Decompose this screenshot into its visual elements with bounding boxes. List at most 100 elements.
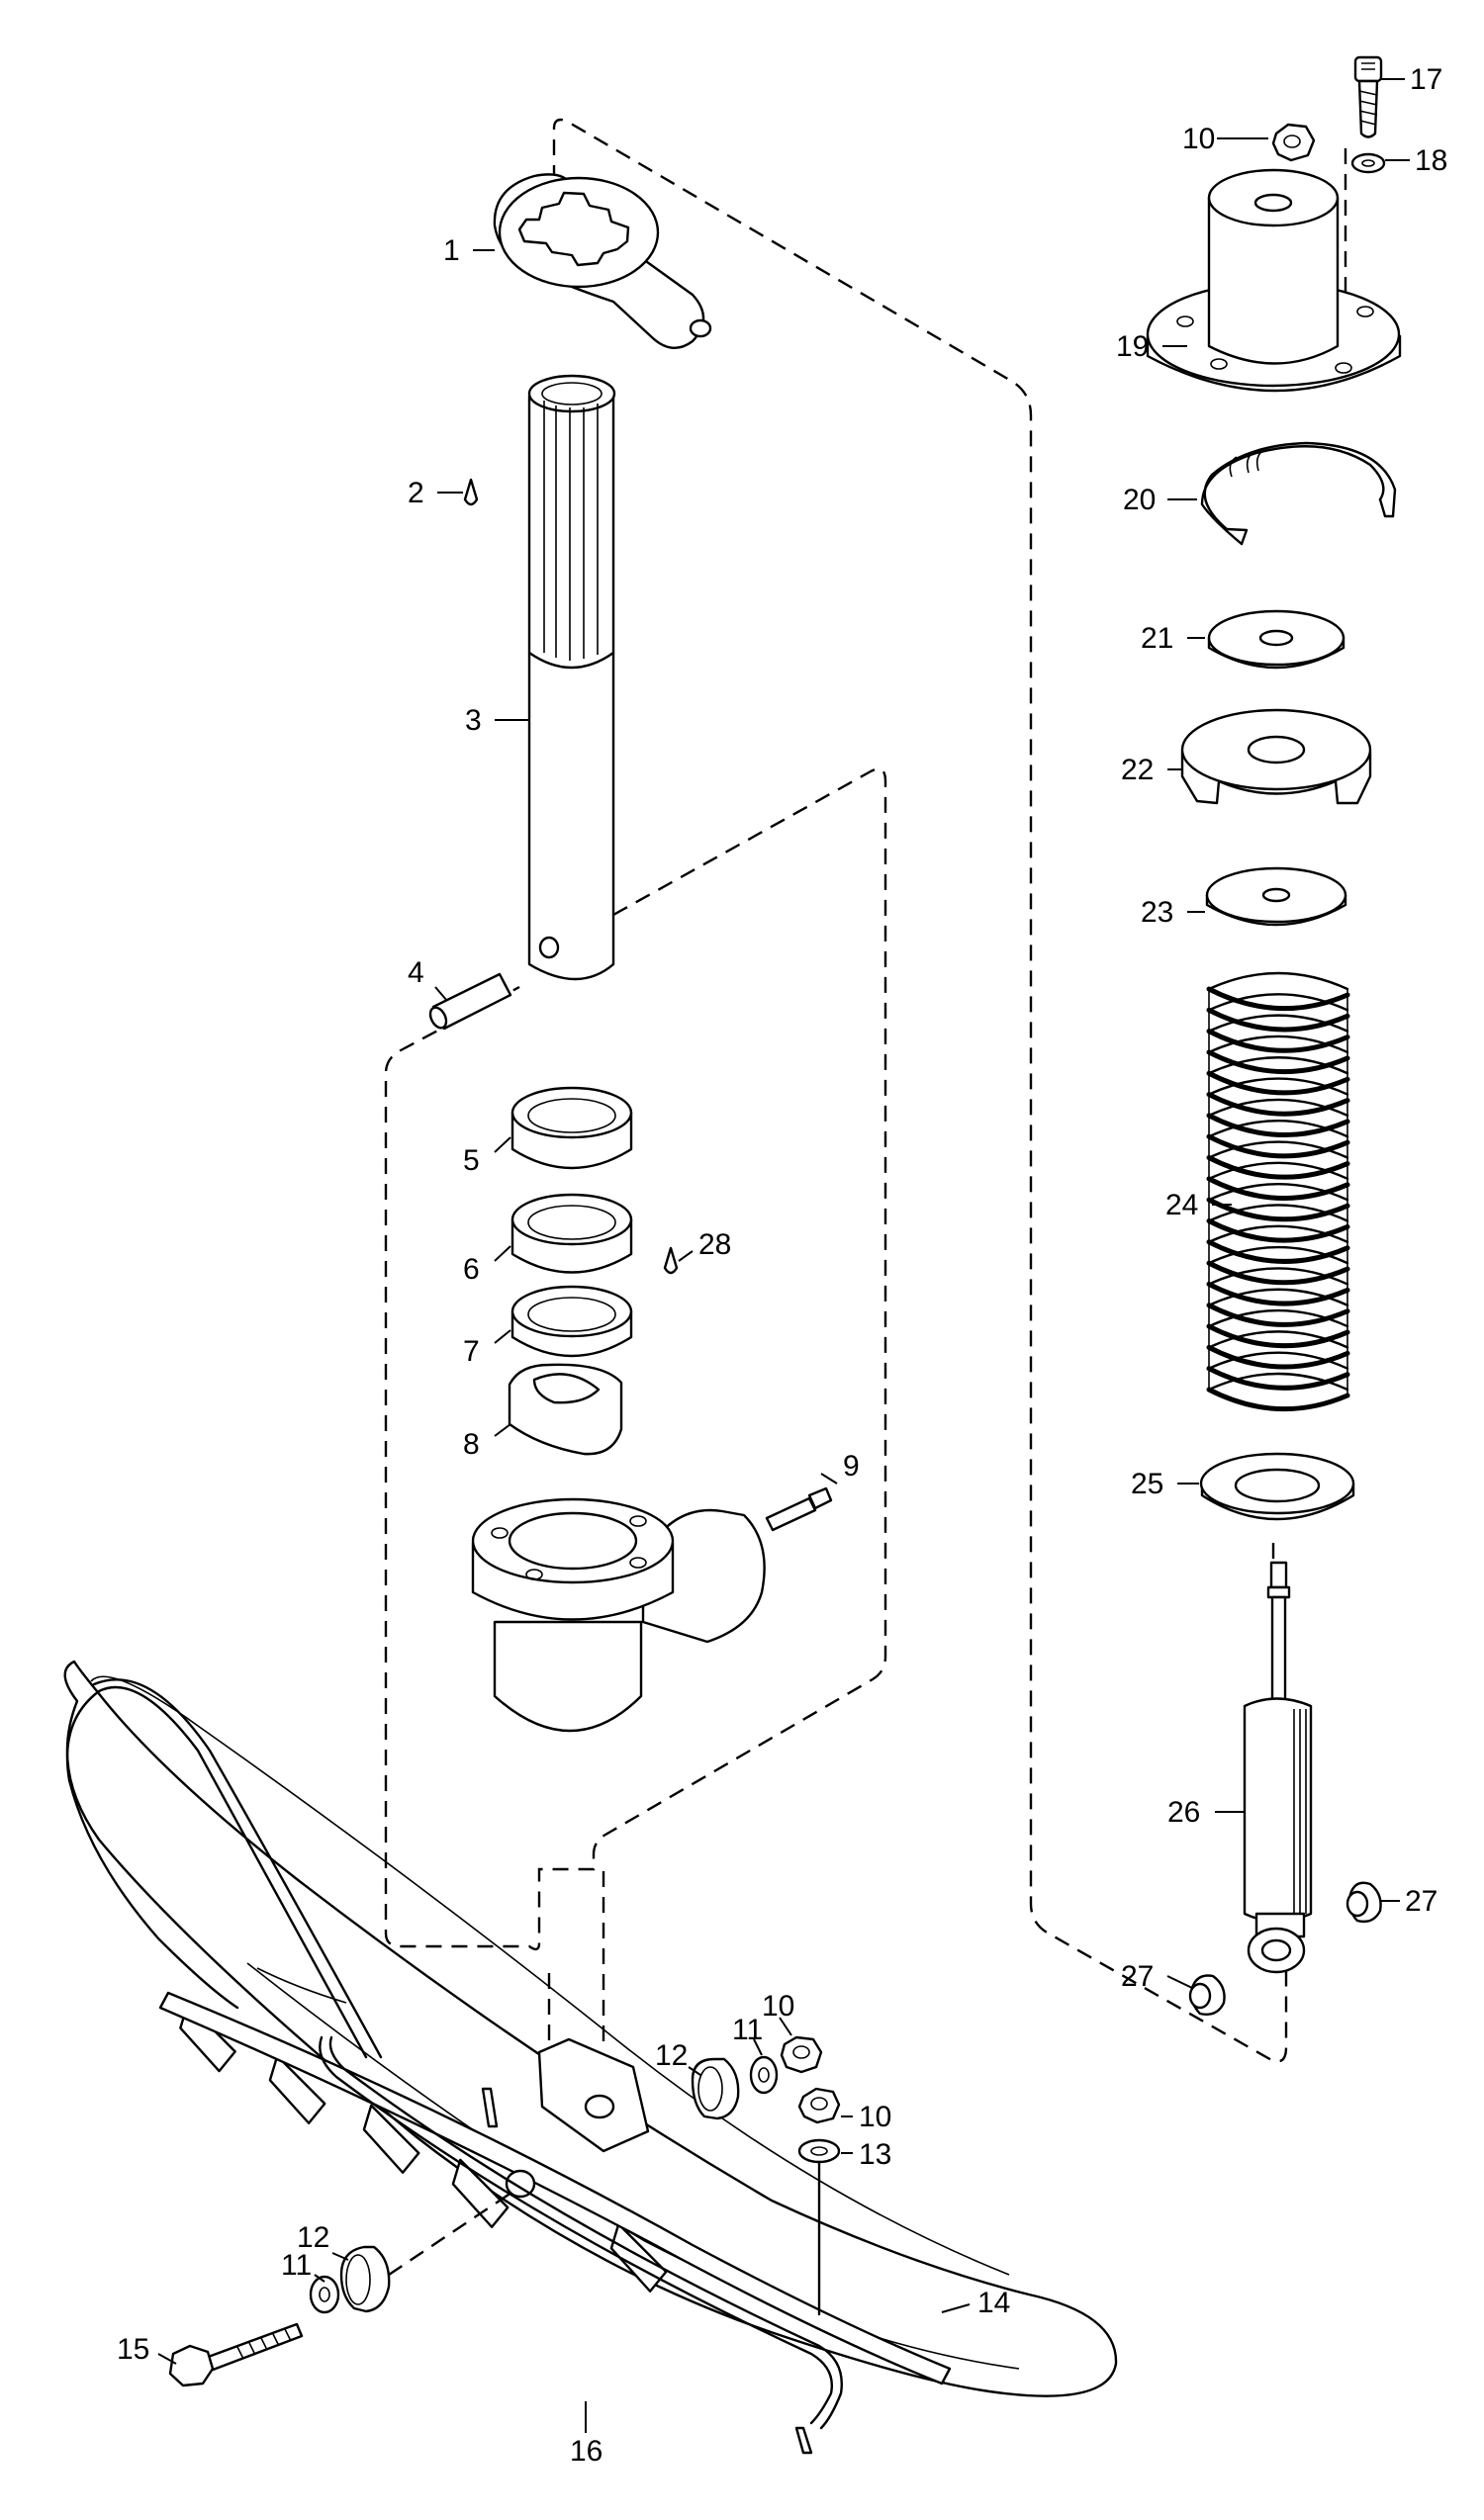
part-bushing-5 bbox=[510, 1086, 633, 1170]
part-wear-bar bbox=[319, 2035, 843, 2455]
spring-coil-back bbox=[1207, 1056, 1349, 1075]
part-coil-spring bbox=[1206, 971, 1350, 1412]
callout-leaders bbox=[157, 78, 1410, 2433]
part-spindle-housing bbox=[471, 1497, 766, 1733]
spring-coil-back bbox=[1207, 1308, 1349, 1328]
part-washer-13 bbox=[797, 2138, 841, 2164]
callout-2: 2 bbox=[408, 477, 424, 509]
callout-3: 3 bbox=[465, 704, 482, 737]
spring-coil-front bbox=[1206, 1133, 1350, 1159]
callout-13: 13 bbox=[859, 2138, 891, 2171]
part-nut-10b bbox=[797, 2087, 841, 2124]
spring-coil-back bbox=[1207, 1372, 1349, 1392]
spring-coil-front bbox=[1206, 1113, 1350, 1138]
part-top-mount bbox=[1146, 168, 1402, 393]
part-bushing-12a bbox=[691, 2057, 740, 2120]
part-pin bbox=[428, 972, 512, 1031]
spring-coil-back bbox=[1207, 1351, 1349, 1370]
callout-17: 17 bbox=[1410, 63, 1442, 96]
callout-15: 15 bbox=[117, 2333, 149, 2366]
part-washer-25 bbox=[1199, 1452, 1355, 1521]
callout-11-upper: 11 bbox=[732, 2014, 763, 2046]
part-washer-11b bbox=[309, 2275, 340, 2314]
spring-coil-back bbox=[1207, 1183, 1349, 1202]
callout-7: 7 bbox=[463, 1335, 480, 1368]
callout-6: 6 bbox=[463, 1253, 480, 1286]
callout-4: 4 bbox=[408, 956, 424, 989]
part-washer-21 bbox=[1207, 609, 1345, 670]
callout-1: 1 bbox=[443, 234, 460, 267]
spring-coil-back bbox=[1207, 1035, 1349, 1054]
spring-outline bbox=[1208, 989, 1348, 1395]
callout-20: 20 bbox=[1123, 484, 1156, 516]
spring-coil-front bbox=[1206, 1323, 1350, 1349]
callout-12-lower: 12 bbox=[297, 2221, 329, 2254]
callout-18: 18 bbox=[1415, 144, 1447, 177]
spring-coil-front bbox=[1206, 1049, 1350, 1075]
part-wedge-bushing bbox=[508, 1363, 623, 1456]
part-bolt bbox=[168, 2322, 304, 2387]
spring-coil-front bbox=[1206, 1070, 1350, 1096]
callout-23: 23 bbox=[1141, 896, 1173, 929]
spring-coil-back bbox=[1207, 1077, 1349, 1096]
callout-16: 16 bbox=[570, 2435, 603, 2468]
spring-coil-back bbox=[1207, 1267, 1349, 1286]
callout-10-top: 10 bbox=[1182, 123, 1215, 155]
callout-28: 28 bbox=[698, 1228, 731, 1261]
part-ski-loop bbox=[65, 1678, 383, 2059]
callout-9: 9 bbox=[843, 1450, 860, 1483]
spring-coil-back bbox=[1207, 1120, 1349, 1138]
spring-coil-front bbox=[1206, 1176, 1350, 1201]
callout-22: 22 bbox=[1121, 754, 1154, 786]
part-grease-fitting bbox=[765, 1486, 833, 1532]
spring-coil-back bbox=[1207, 1140, 1349, 1159]
spring-coil-front bbox=[1206, 1197, 1350, 1222]
assembly-outline-inner bbox=[384, 767, 887, 2067]
callout-26: 26 bbox=[1167, 1796, 1200, 1829]
spring-coil-front bbox=[1206, 986, 1350, 1012]
spring-coil-front bbox=[1206, 1217, 1350, 1243]
part-ski bbox=[63, 1660, 1118, 2397]
spring-coil-front bbox=[1206, 1092, 1350, 1117]
spring-coil-front bbox=[1206, 1281, 1350, 1306]
spring-coil-front bbox=[1206, 1344, 1350, 1370]
spring-coil-front bbox=[1206, 1155, 1350, 1180]
spring-coil-front bbox=[1206, 1029, 1350, 1053]
part-bushing-7 bbox=[510, 1285, 633, 1358]
spring-coil-back bbox=[1207, 971, 1349, 991]
spring-coil-front bbox=[1206, 1303, 1350, 1327]
callout-5: 5 bbox=[463, 1144, 480, 1177]
spring-coil-back bbox=[1207, 1288, 1349, 1306]
spring-coil-back bbox=[1207, 993, 1349, 1012]
spring-coil-back bbox=[1207, 1014, 1349, 1033]
part-washer-18 bbox=[1350, 152, 1386, 174]
part-washer-23 bbox=[1205, 866, 1347, 927]
spring-coil-back bbox=[1207, 1098, 1349, 1118]
spring-coil-front bbox=[1206, 1007, 1350, 1033]
callout-24: 24 bbox=[1165, 1189, 1198, 1221]
part-bushing-27a bbox=[1345, 1881, 1382, 1924]
callout-10-low: 10 bbox=[859, 2101, 891, 2133]
part-nut-10c bbox=[1271, 123, 1316, 162]
spring-coil-front bbox=[1206, 1260, 1350, 1286]
part-bushing-6 bbox=[510, 1193, 633, 1274]
callout-12-upper: 12 bbox=[655, 2039, 688, 2072]
lubricant-drop-icon-2 bbox=[663, 1246, 679, 1275]
callout-10-mid: 10 bbox=[762, 1990, 794, 2023]
part-spanner-wrench bbox=[493, 173, 712, 349]
callout-27-left: 27 bbox=[1121, 1960, 1154, 1993]
part-washer-11a bbox=[749, 2055, 779, 2095]
callout-8: 8 bbox=[463, 1428, 480, 1461]
lubricant-drop-icon bbox=[463, 478, 479, 506]
part-snap-ring bbox=[1200, 441, 1397, 546]
callout-25: 25 bbox=[1131, 1468, 1163, 1500]
part-nut-10a bbox=[780, 2035, 823, 2074]
part-bushing-12b bbox=[339, 2245, 391, 2313]
callout-21: 21 bbox=[1141, 622, 1173, 655]
spring-coil-back bbox=[1207, 1204, 1349, 1222]
part-bushing-27b bbox=[1188, 1974, 1226, 2017]
callout-labels: 1 2 3 4 5 6 7 8 9 10 10 10 11 11 12 12 1… bbox=[117, 63, 1447, 2468]
spring-coil-back bbox=[1207, 1330, 1349, 1349]
callout-14: 14 bbox=[977, 2287, 1010, 2319]
spring-coil-back bbox=[1207, 1246, 1349, 1265]
